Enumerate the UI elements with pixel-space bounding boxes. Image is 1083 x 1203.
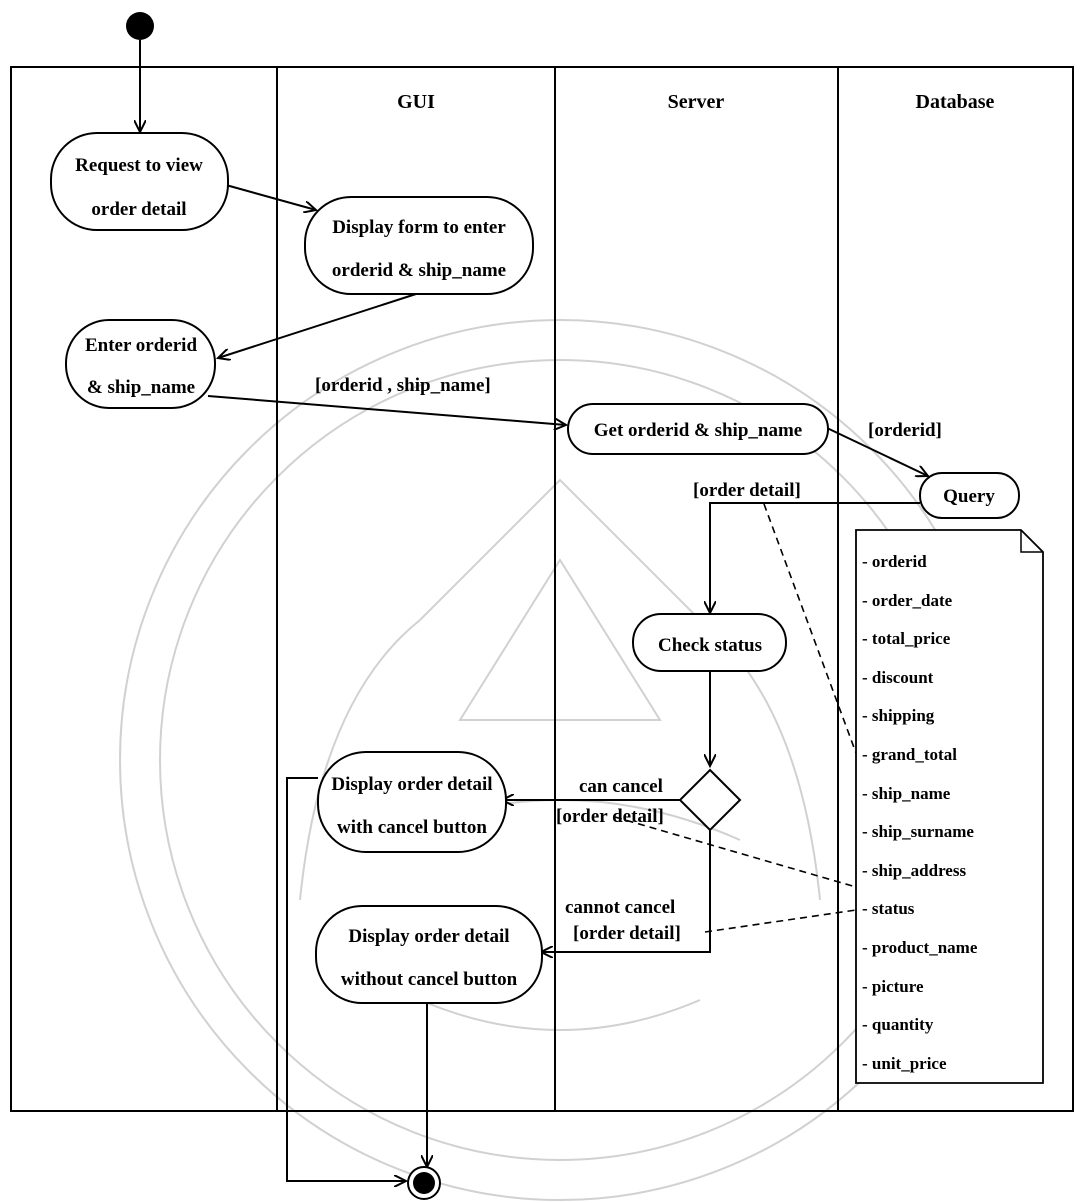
note-attribute-item: - product_name [862, 938, 978, 957]
activity-label: orderid & ship_name [332, 260, 506, 281]
activity-label: Query [943, 486, 995, 507]
activity-label: with cancel button [337, 817, 487, 838]
note-order-detail-attributes: - orderid - order_date - total_price - disc… [855, 529, 1044, 1084]
activity-label: Get orderid & ship_name [594, 420, 802, 441]
activity-label: Display order detail [348, 926, 509, 947]
activity-label: Display form to enter [332, 217, 506, 238]
activity-query: Query [919, 472, 1020, 519]
swimlane-frame [10, 66, 1074, 1112]
note-attribute-item: - grand_total [862, 745, 957, 764]
flow-edges [140, 40, 928, 1181]
activity-enter-orderid: Enter orderid & ship_name [65, 319, 216, 409]
note-attribute-item: - status [862, 899, 915, 918]
note-attribute-list: - orderid - order_date - total_price - disc… [862, 552, 978, 1073]
activity-label: Enter orderid [85, 335, 197, 356]
note-attribute-item: - ship_name [862, 784, 951, 803]
note-attribute-item: - order_date [862, 591, 953, 610]
flow-label-orderid: [orderid] [868, 420, 942, 441]
flow-label-can-cancel: can cancel [579, 776, 663, 797]
activity-request-view-order: Request to view order detail [50, 132, 229, 231]
lane-header-server: Server [668, 91, 725, 113]
flow-label-order-detail-can: [order detail] [556, 806, 664, 827]
activity-label: Check status [658, 635, 762, 656]
object-links [614, 503, 857, 933]
flow-label-order-detail-top: [order detail] [693, 480, 801, 501]
activity-label: & ship_name [87, 377, 195, 398]
note-attribute-item: - quantity [862, 1015, 934, 1034]
activity-label: Request to view [75, 155, 203, 176]
activity-display-without-cancel: Display order detail without cancel butt… [315, 905, 543, 1004]
note-attribute-item: - ship_address [862, 861, 966, 880]
activity-label: without cancel button [341, 969, 518, 990]
lane-header-database: Database [916, 91, 995, 113]
flow-label-orderid-shipname: [orderid , ship_name] [315, 375, 491, 396]
note-attribute-item: - picture [862, 977, 924, 996]
note-attribute-item: - orderid [862, 552, 927, 571]
lane-header-gui: GUI [397, 91, 435, 113]
activity-label: Display order detail [331, 774, 492, 795]
activity-check-status: Check status [632, 613, 787, 672]
decision-diamond [678, 768, 742, 832]
note-attribute-item: - discount [862, 668, 934, 687]
flow-label-order-detail-cannot: [order detail] [573, 923, 681, 944]
note-attribute-item: - total_price [862, 629, 951, 648]
activity-display-with-cancel: Display order detail with cancel button [317, 751, 507, 853]
note-attribute-item: - shipping [862, 706, 935, 725]
note-attribute-item: - unit_price [862, 1054, 947, 1073]
activity-display-form: Display form to enter orderid & ship_nam… [304, 196, 534, 295]
end-node [407, 1166, 441, 1200]
flow-label-cannot-cancel: cannot cancel [565, 897, 675, 918]
activity-get-orderid: Get orderid & ship_name [567, 403, 829, 455]
note-attribute-item: - ship_surname [862, 822, 974, 841]
start-node [126, 12, 154, 40]
activity-label: order detail [91, 199, 186, 220]
